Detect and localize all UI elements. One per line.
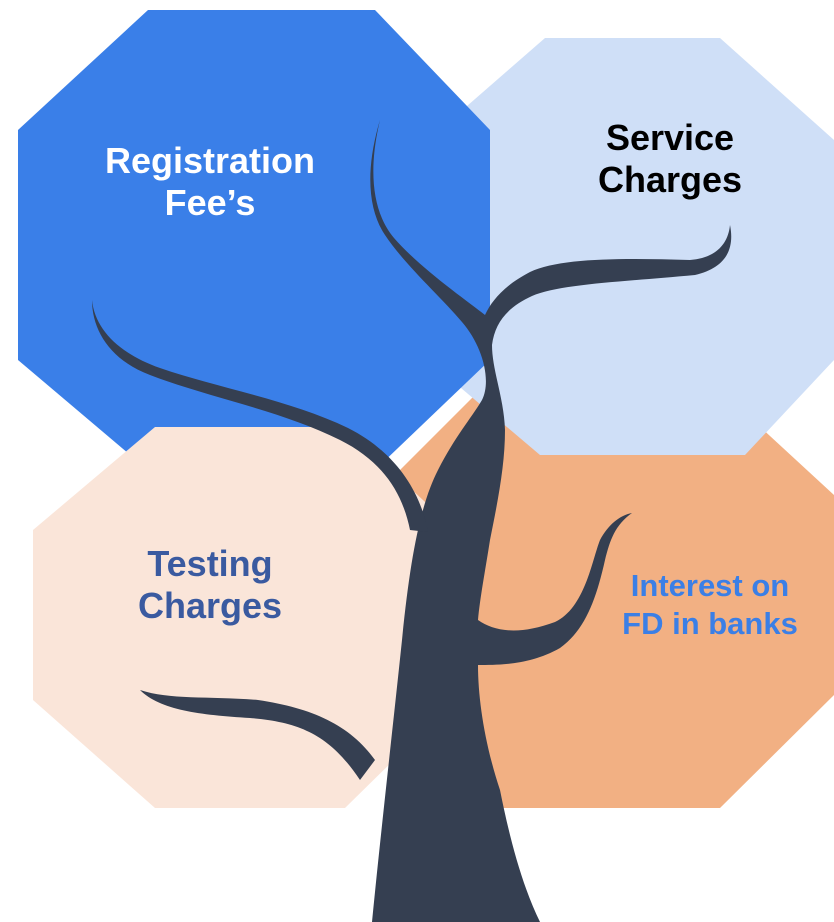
tree-illustration — [92, 120, 732, 922]
interest-line2: FD in banks — [622, 605, 798, 641]
service-line1: Service — [605, 117, 735, 158]
testing-charges-octagon — [33, 427, 455, 808]
service-charges-octagon — [428, 38, 834, 455]
registration-line1: Registration — [104, 140, 316, 181]
tree-branch-left-lower — [140, 690, 375, 780]
tree-trunk — [370, 120, 732, 922]
testing-line1: Testing — [147, 543, 273, 584]
interest-on-fd-label: Interest on FD in banks — [590, 567, 830, 643]
service-line2: Charges — [597, 159, 743, 201]
registration-line2: Fee’s — [164, 182, 256, 224]
testing-charges-label: Testing Charges — [80, 543, 340, 628]
interest-line1: Interest on — [630, 568, 790, 603]
service-charges-label: Service Charges — [540, 117, 800, 202]
registration-octagon — [18, 10, 490, 470]
testing-line2: Charges — [137, 585, 283, 627]
registration-fees-label: Registration Fee’s — [60, 140, 360, 225]
